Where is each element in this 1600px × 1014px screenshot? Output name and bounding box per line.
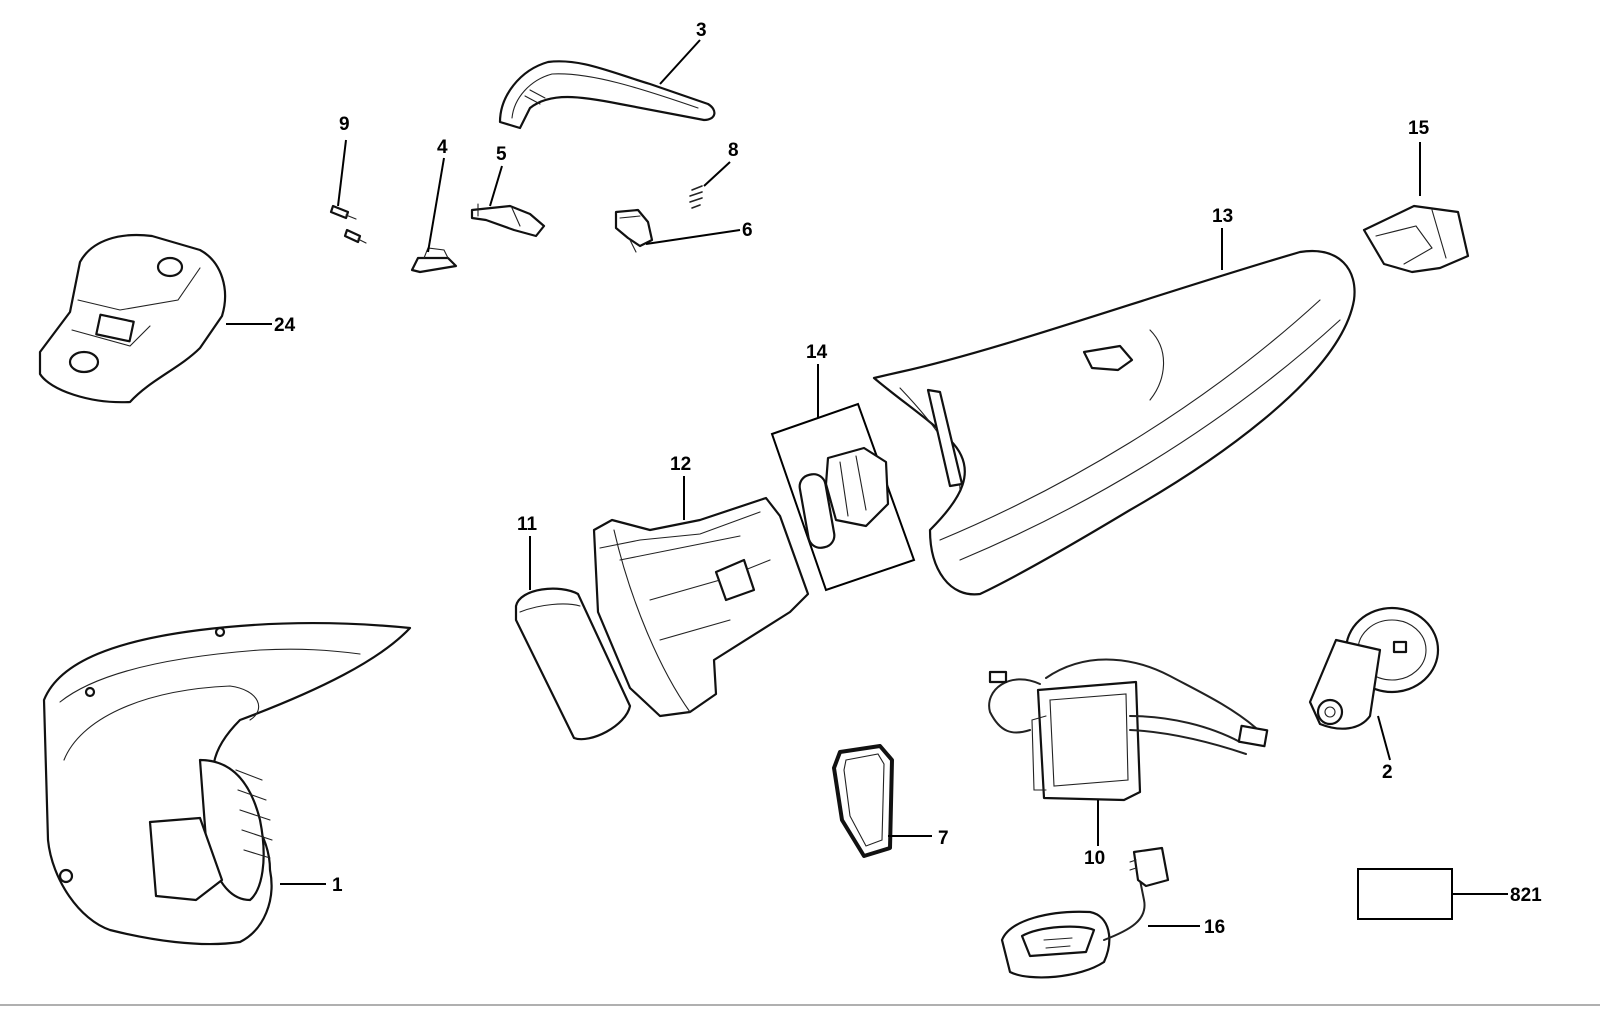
callout-4: 4: [437, 137, 448, 158]
callout-10: 10: [1084, 848, 1105, 869]
leader-5: [489, 165, 503, 207]
bottom-rule: [0, 1004, 1600, 1006]
part-7-gasket: [832, 744, 894, 858]
callout-7: 7: [938, 828, 949, 849]
part-24-base-mount: [38, 233, 227, 404]
part-821-label-box: [1357, 868, 1453, 920]
leader-lines: [226, 39, 1508, 927]
part-9-screws: [329, 204, 367, 244]
part-4-latch: [410, 247, 458, 274]
callout-6: 6: [742, 220, 753, 241]
part-16-charger: [1000, 846, 1170, 979]
callout-24: 24: [274, 315, 296, 336]
leader-6: [645, 229, 741, 245]
part-2-motor: [1308, 606, 1440, 730]
callout-labels: 1 2 3 4 5 6 7 8 9 10 11 12 13 14 15 16 2…: [274, 20, 1542, 938]
leader-8: [703, 161, 731, 187]
callout-8: 8: [728, 140, 739, 161]
part-1-main-body: [42, 621, 412, 946]
part-5-switch-lever: [470, 203, 546, 238]
part-14-filter-set: [770, 402, 916, 592]
callout-16: 16: [1204, 917, 1225, 938]
callout-3: 3: [696, 20, 707, 41]
leader-4: [427, 157, 445, 253]
part-13-nozzle-housing: [872, 249, 1356, 596]
callout-13: 13: [1212, 206, 1233, 227]
leader-9: [337, 139, 347, 207]
part-11-foam-filter: [514, 587, 632, 741]
part-10-battery-pack: [988, 658, 1269, 802]
callout-9: 9: [339, 114, 350, 135]
part-12-filter-holder: [592, 496, 810, 718]
part-8-spring: [689, 185, 703, 209]
leader-2: [1377, 715, 1391, 761]
callout-2: 2: [1382, 762, 1393, 783]
leader-3: [659, 39, 701, 85]
callout-12: 12: [670, 454, 691, 475]
callout-14: 14: [806, 342, 828, 363]
callout-5: 5: [496, 144, 507, 165]
part-6-release-button: [614, 208, 654, 253]
callout-11: 11: [517, 514, 538, 535]
part-3-handle-cover: [498, 60, 716, 130]
callout-1: 1: [332, 875, 343, 896]
part-15-nozzle-extension: [1362, 204, 1470, 274]
callout-15: 15: [1408, 118, 1430, 139]
callout-821: 821: [1510, 885, 1542, 906]
